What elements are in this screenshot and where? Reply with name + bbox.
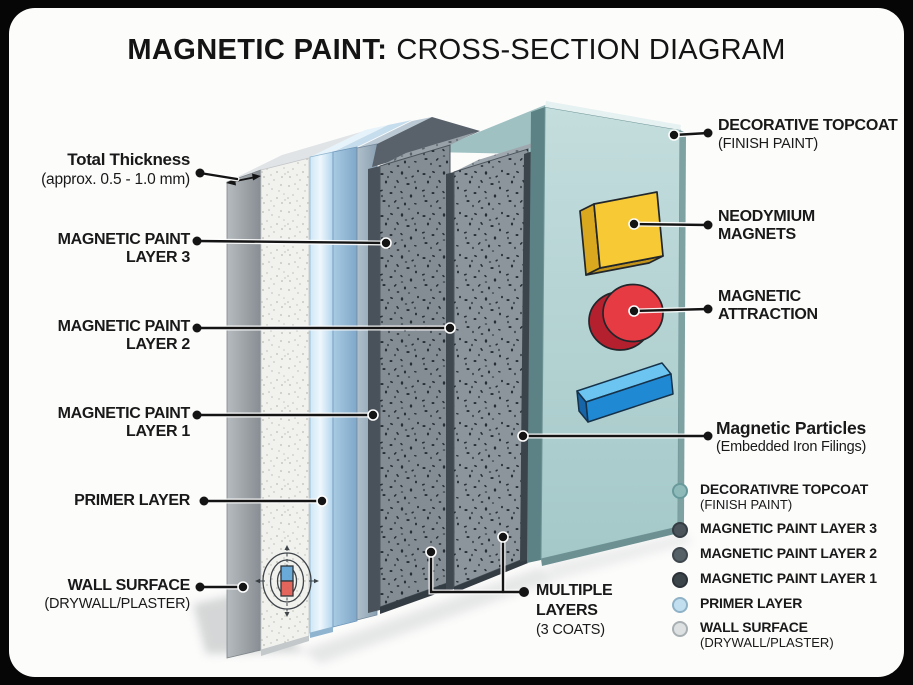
callout-subtitle: (3 COATS): [536, 622, 605, 638]
callout-title: MAGNETIC: [718, 288, 801, 305]
callout-title: PRIMER LAYER: [74, 492, 190, 509]
legend-swatch-primer: [672, 597, 688, 613]
callout-subtitle: (Embedded Iron Filings): [716, 439, 867, 456]
magnetic-paint-layer-b: [446, 137, 552, 593]
legend-label: MAGNETIC PAINT LAYER 2: [700, 545, 877, 561]
callout-wall-surface: WALL SURFACE (DRYWALL/PLASTER): [44, 577, 190, 613]
callout-multiple-layers: MULTIPLE LAYERS (3 COATS): [536, 581, 613, 640]
callout-subtitle: (DRYWALL/PLASTER): [44, 595, 190, 612]
callout-subtitle: (approx. 0.5 - 1.0 mm): [41, 170, 190, 188]
callout-neodymium-magnets: NEODYMIUM MAGNETS: [718, 208, 815, 243]
legend-item-layer-3: MAGNETIC PAINT LAYER 3: [672, 520, 877, 538]
legend-label: MAGNETIC PAINT LAYER 1: [700, 570, 877, 586]
legend-label: PRIMER LAYER: [700, 595, 803, 611]
legend-item-primer: PRIMER LAYER: [672, 595, 802, 613]
legend-item-wall: WALL SURFACE (DRYWALL/PLASTER): [672, 619, 834, 651]
title-rest: CROSS-SECTION DIAGRAM: [396, 34, 786, 66]
legend-item-topcoat: DECORATIVRE TOPCOAT (FINISH PAINT): [672, 481, 868, 513]
legend-swatch-layer-1: [672, 572, 688, 588]
callout-title: DECORATIVE TOPCOAT: [718, 117, 898, 134]
callout-title: MAGNETIC PAINT: [57, 318, 191, 335]
page-title: MAGNETIC PAINT:CROSS-SECTION DIAGRAM: [0, 34, 913, 67]
callout-magnetic-paint-layer-1: MAGNETIC PAINT LAYER 1: [57, 405, 191, 440]
callout-title-2: MAGNETS: [718, 225, 796, 243]
callout-title: NEODYMIUM: [718, 208, 815, 225]
neodymium-magnet: [579, 191, 664, 276]
callout-magnetic-paint-layer-2: MAGNETIC PAINT LAYER 2: [57, 318, 191, 353]
magnetic-field-icon: [255, 545, 319, 617]
legend-sublabel: (FINISH PAINT): [700, 497, 793, 513]
callout-title: MAGNETIC PAINT: [57, 231, 191, 248]
callout-primer-layer: PRIMER LAYER: [74, 492, 190, 510]
callout-title: Magnetic Particles: [716, 418, 867, 438]
legend-item-layer-2: MAGNETIC PAINT LAYER 2: [672, 545, 877, 563]
callout-title: WALL SURFACE: [67, 577, 191, 594]
title-emphasis: MAGNETIC PAINT:: [127, 34, 388, 66]
callout-magnetic-particles: Magnetic Particles (Embedded Iron Filing…: [716, 418, 867, 457]
legend-swatch-layer-3: [672, 522, 688, 538]
legend-swatch-topcoat: [672, 483, 688, 499]
callout-subtitle: (FINISH PAINT): [718, 135, 819, 152]
legend-label: MAGNETIC PAINT LAYER 3: [700, 520, 877, 536]
bar-magnet: [576, 362, 674, 423]
callout-magnetic-paint-layer-3: MAGNETIC PAINT LAYER 3: [57, 231, 191, 266]
legend-swatch-layer-2: [672, 547, 688, 563]
layer-gap-band: [372, 117, 480, 167]
callout-total-thickness: Total Thickness (approx. 0.5 - 1.0 mm): [41, 150, 190, 190]
legend-item-layer-1: MAGNETIC PAINT LAYER 1: [672, 570, 877, 588]
legend-sublabel: (DRYWALL/PLASTER): [700, 635, 834, 651]
callout-leaders: [192, 128, 713, 597]
callout-title-2: LAYER 1: [125, 422, 190, 440]
callout-title: Total Thickness: [67, 150, 190, 169]
callout-title: MULTIPLE: [536, 582, 613, 599]
wall-layer: [226, 131, 364, 659]
callout-magnetic-attraction: MAGNETIC ATTRACTION: [718, 288, 818, 323]
callout-decorative-topcoat: DECORATIVE TOPCOAT (FINISH PAINT): [718, 117, 898, 153]
callout-title-2: LAYER 3: [125, 248, 190, 266]
legend-label: WALL SURFACE: [700, 619, 808, 635]
callout-title-2: LAYERS: [536, 602, 598, 619]
legend-label: DECORATIVRE TOPCOAT: [700, 481, 869, 497]
magnetic-paint-layer-a: [368, 132, 476, 614]
legend-swatch-wall: [672, 621, 688, 637]
callout-title-2: ATTRACTION: [718, 305, 818, 323]
callout-title: MAGNETIC PAINT: [57, 405, 191, 422]
callout-title-2: LAYER 2: [125, 335, 190, 353]
